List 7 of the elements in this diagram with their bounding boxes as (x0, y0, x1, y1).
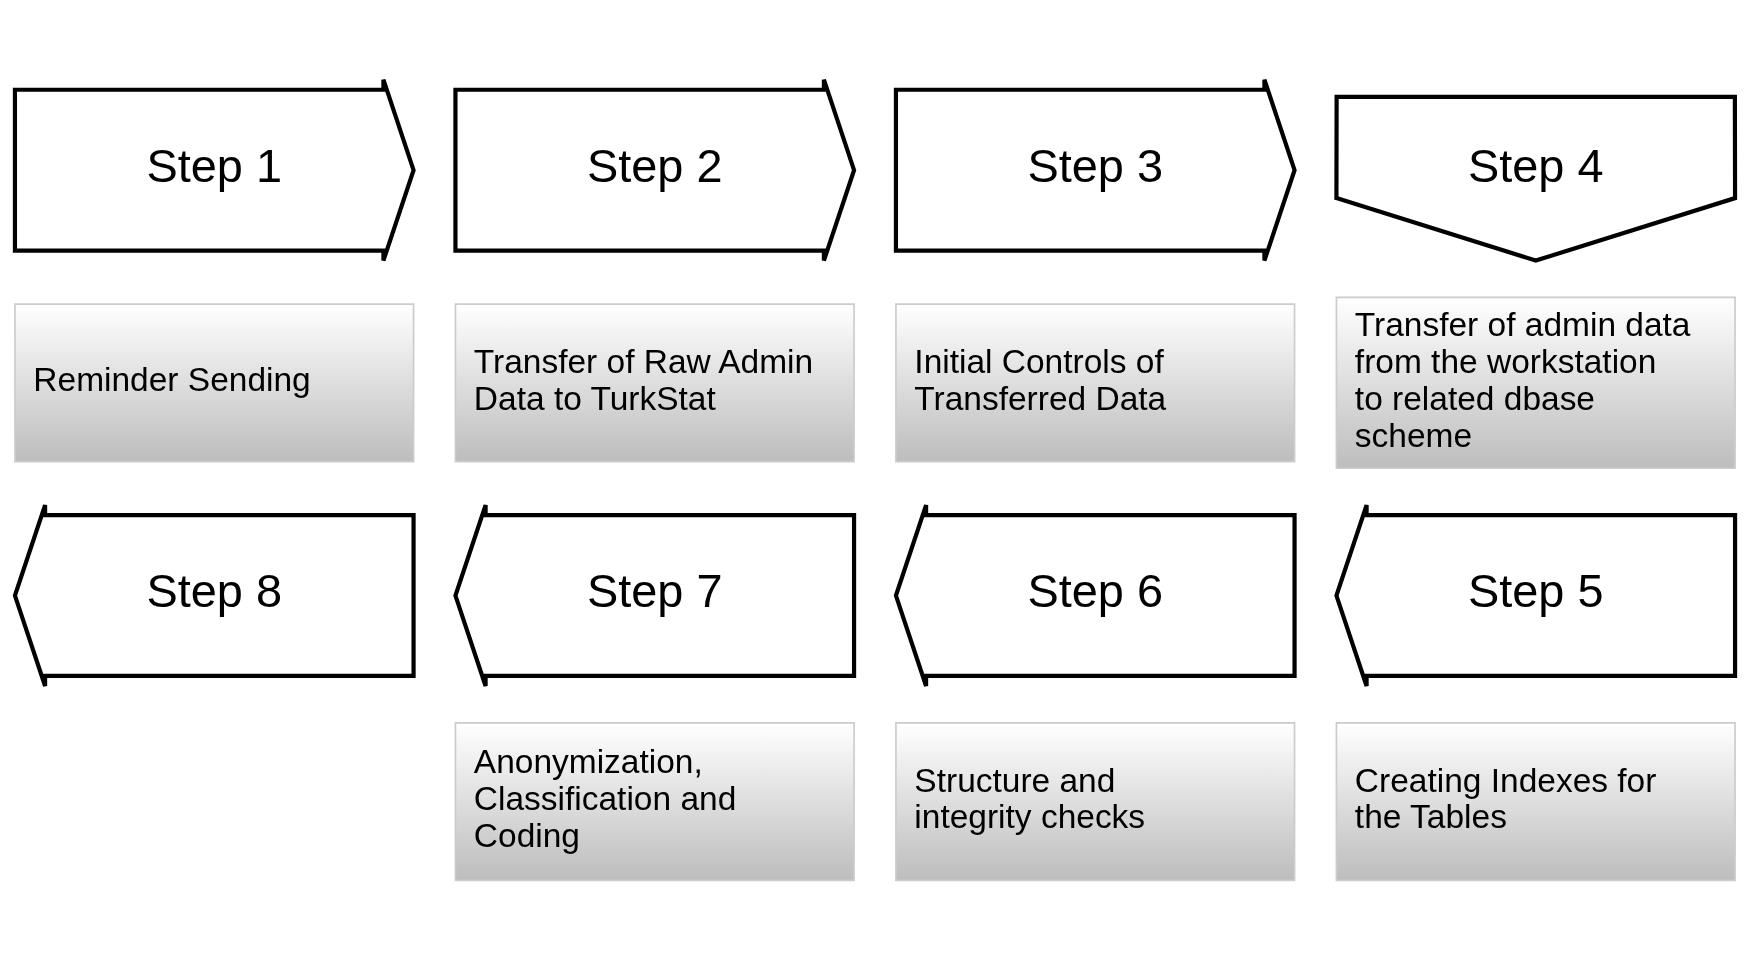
node-box: Creating Indexes for the Tables (1335, 721, 1736, 881)
node-box: Initial Controls of Transferred Data (895, 302, 1296, 462)
node-box: Structure and integrity checks (895, 721, 1296, 881)
node-box: Reminder Sending (14, 302, 415, 462)
node-box: Transfer of admin data from the workstation to related dbase scheme (1335, 296, 1736, 469)
node-box: Transfer of Raw Admin Data to TurkStat (454, 302, 855, 462)
node-box: Anonymization, Classification and Coding (454, 721, 855, 881)
